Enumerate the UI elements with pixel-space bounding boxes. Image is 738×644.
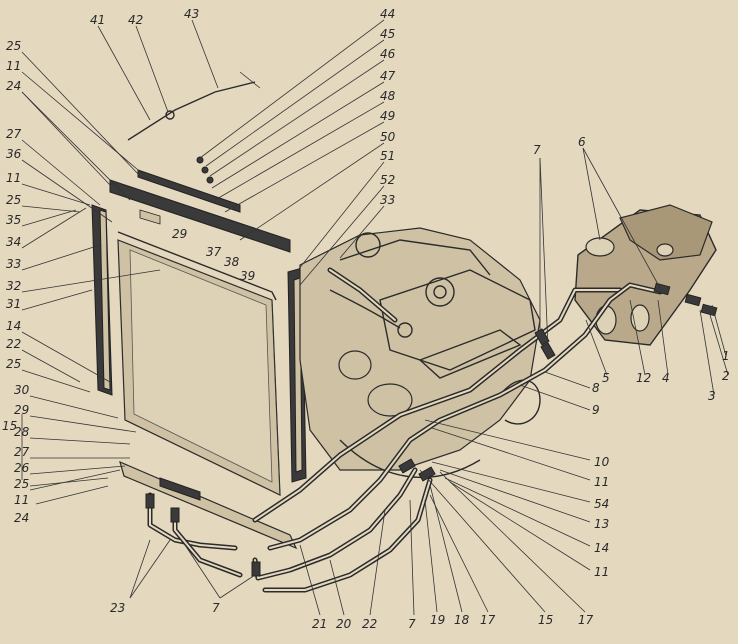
label-40: 38 — [224, 255, 240, 269]
label-30: 28 — [14, 425, 30, 439]
label-33: 31 — [6, 297, 21, 311]
label-7-top: 7 — [533, 143, 541, 157]
label-20: 19 — [430, 613, 445, 627]
label-12: 12 — [636, 371, 651, 385]
label-52: 51 — [380, 149, 395, 163]
top-bracket — [109, 169, 291, 253]
heater-tank — [574, 204, 717, 346]
label-1: 1 — [722, 349, 730, 363]
label-51: 50 — [380, 130, 396, 144]
part-labels: 41 42 43 44 45 46 47 48 49 50 51 52 33 2… — [2, 7, 730, 631]
label-32: 30 — [14, 383, 30, 397]
label-2: 2 — [722, 369, 730, 383]
label-27-c: 25 — [6, 357, 21, 371]
label-42: 41 — [90, 13, 105, 27]
label-11-a: 11 — [6, 59, 21, 73]
label-6: 6 — [578, 135, 586, 149]
label-45: 44 — [380, 7, 395, 21]
label-4: 4 — [662, 371, 670, 385]
bottom-bracket — [119, 460, 298, 550]
label-10: 10 — [594, 455, 610, 469]
label-38: 36 — [6, 147, 22, 161]
drain-rod — [127, 71, 261, 184]
label-14-b: 14 — [594, 541, 609, 555]
label-49: 48 — [380, 89, 396, 103]
label-26-b: 24 — [14, 511, 29, 525]
label-27-b: 25 — [6, 193, 21, 207]
label-11-d: 11 — [594, 475, 609, 489]
label-28: 26 — [14, 461, 30, 475]
label-8: 8 — [592, 381, 600, 395]
label-29-a: 27 — [6, 127, 22, 141]
label-11-b: 11 — [6, 171, 21, 185]
leader-lines — [21, 19, 729, 616]
label-47: 46 — [380, 47, 396, 61]
label-35: 33 — [6, 257, 21, 271]
label-26-a: 24 — [6, 79, 21, 93]
label-27-a: 25 — [6, 39, 21, 53]
label-46: 45 — [380, 27, 395, 41]
label-37: 35 — [6, 213, 21, 227]
label-41: 39 — [240, 269, 255, 283]
label-7-a: 7 — [212, 601, 220, 615]
label-13: 13 — [594, 517, 609, 531]
label-19: 18 — [454, 613, 470, 627]
label-21: 20 — [336, 617, 352, 631]
label-44: 43 — [184, 7, 199, 21]
label-24: 22 — [6, 337, 21, 351]
left-side-bracket — [91, 204, 113, 396]
label-18-b: 17 — [578, 613, 594, 627]
label-34: 32 — [6, 279, 21, 293]
label-54: 54 — [594, 497, 609, 511]
label-17: 15 — [538, 613, 553, 627]
label-11-c: 11 — [14, 493, 29, 507]
label-9: 9 — [592, 403, 600, 417]
label-23: 22 — [362, 617, 377, 631]
hose-clamps — [145, 282, 718, 577]
label-3: 3 — [708, 389, 716, 403]
label-29-b: 27 — [14, 445, 30, 459]
label-25: 23 — [110, 601, 125, 615]
coolant-pipes — [147, 267, 663, 593]
label-7-b: 7 — [408, 617, 416, 631]
label-15: 15 — [2, 419, 17, 433]
label-14-a: 14 — [6, 319, 21, 333]
label-31: 29 — [14, 403, 29, 417]
engine — [299, 227, 541, 479]
label-11-e: 11 — [594, 565, 609, 579]
label-39: 37 — [206, 245, 222, 259]
label-27-d: 25 — [14, 477, 29, 491]
label-22: 21 — [312, 617, 327, 631]
label-48: 47 — [380, 69, 396, 83]
label-43: 42 — [128, 13, 143, 27]
label-35-top: 33 — [380, 193, 395, 207]
label-53: 52 — [380, 173, 395, 187]
label-36: 34 — [6, 235, 21, 249]
label-31-mid: 29 — [172, 227, 187, 241]
label-18-a: 17 — [480, 613, 496, 627]
label-50: 49 — [380, 109, 395, 123]
radiator — [117, 231, 281, 496]
label-5: 5 — [602, 371, 610, 385]
